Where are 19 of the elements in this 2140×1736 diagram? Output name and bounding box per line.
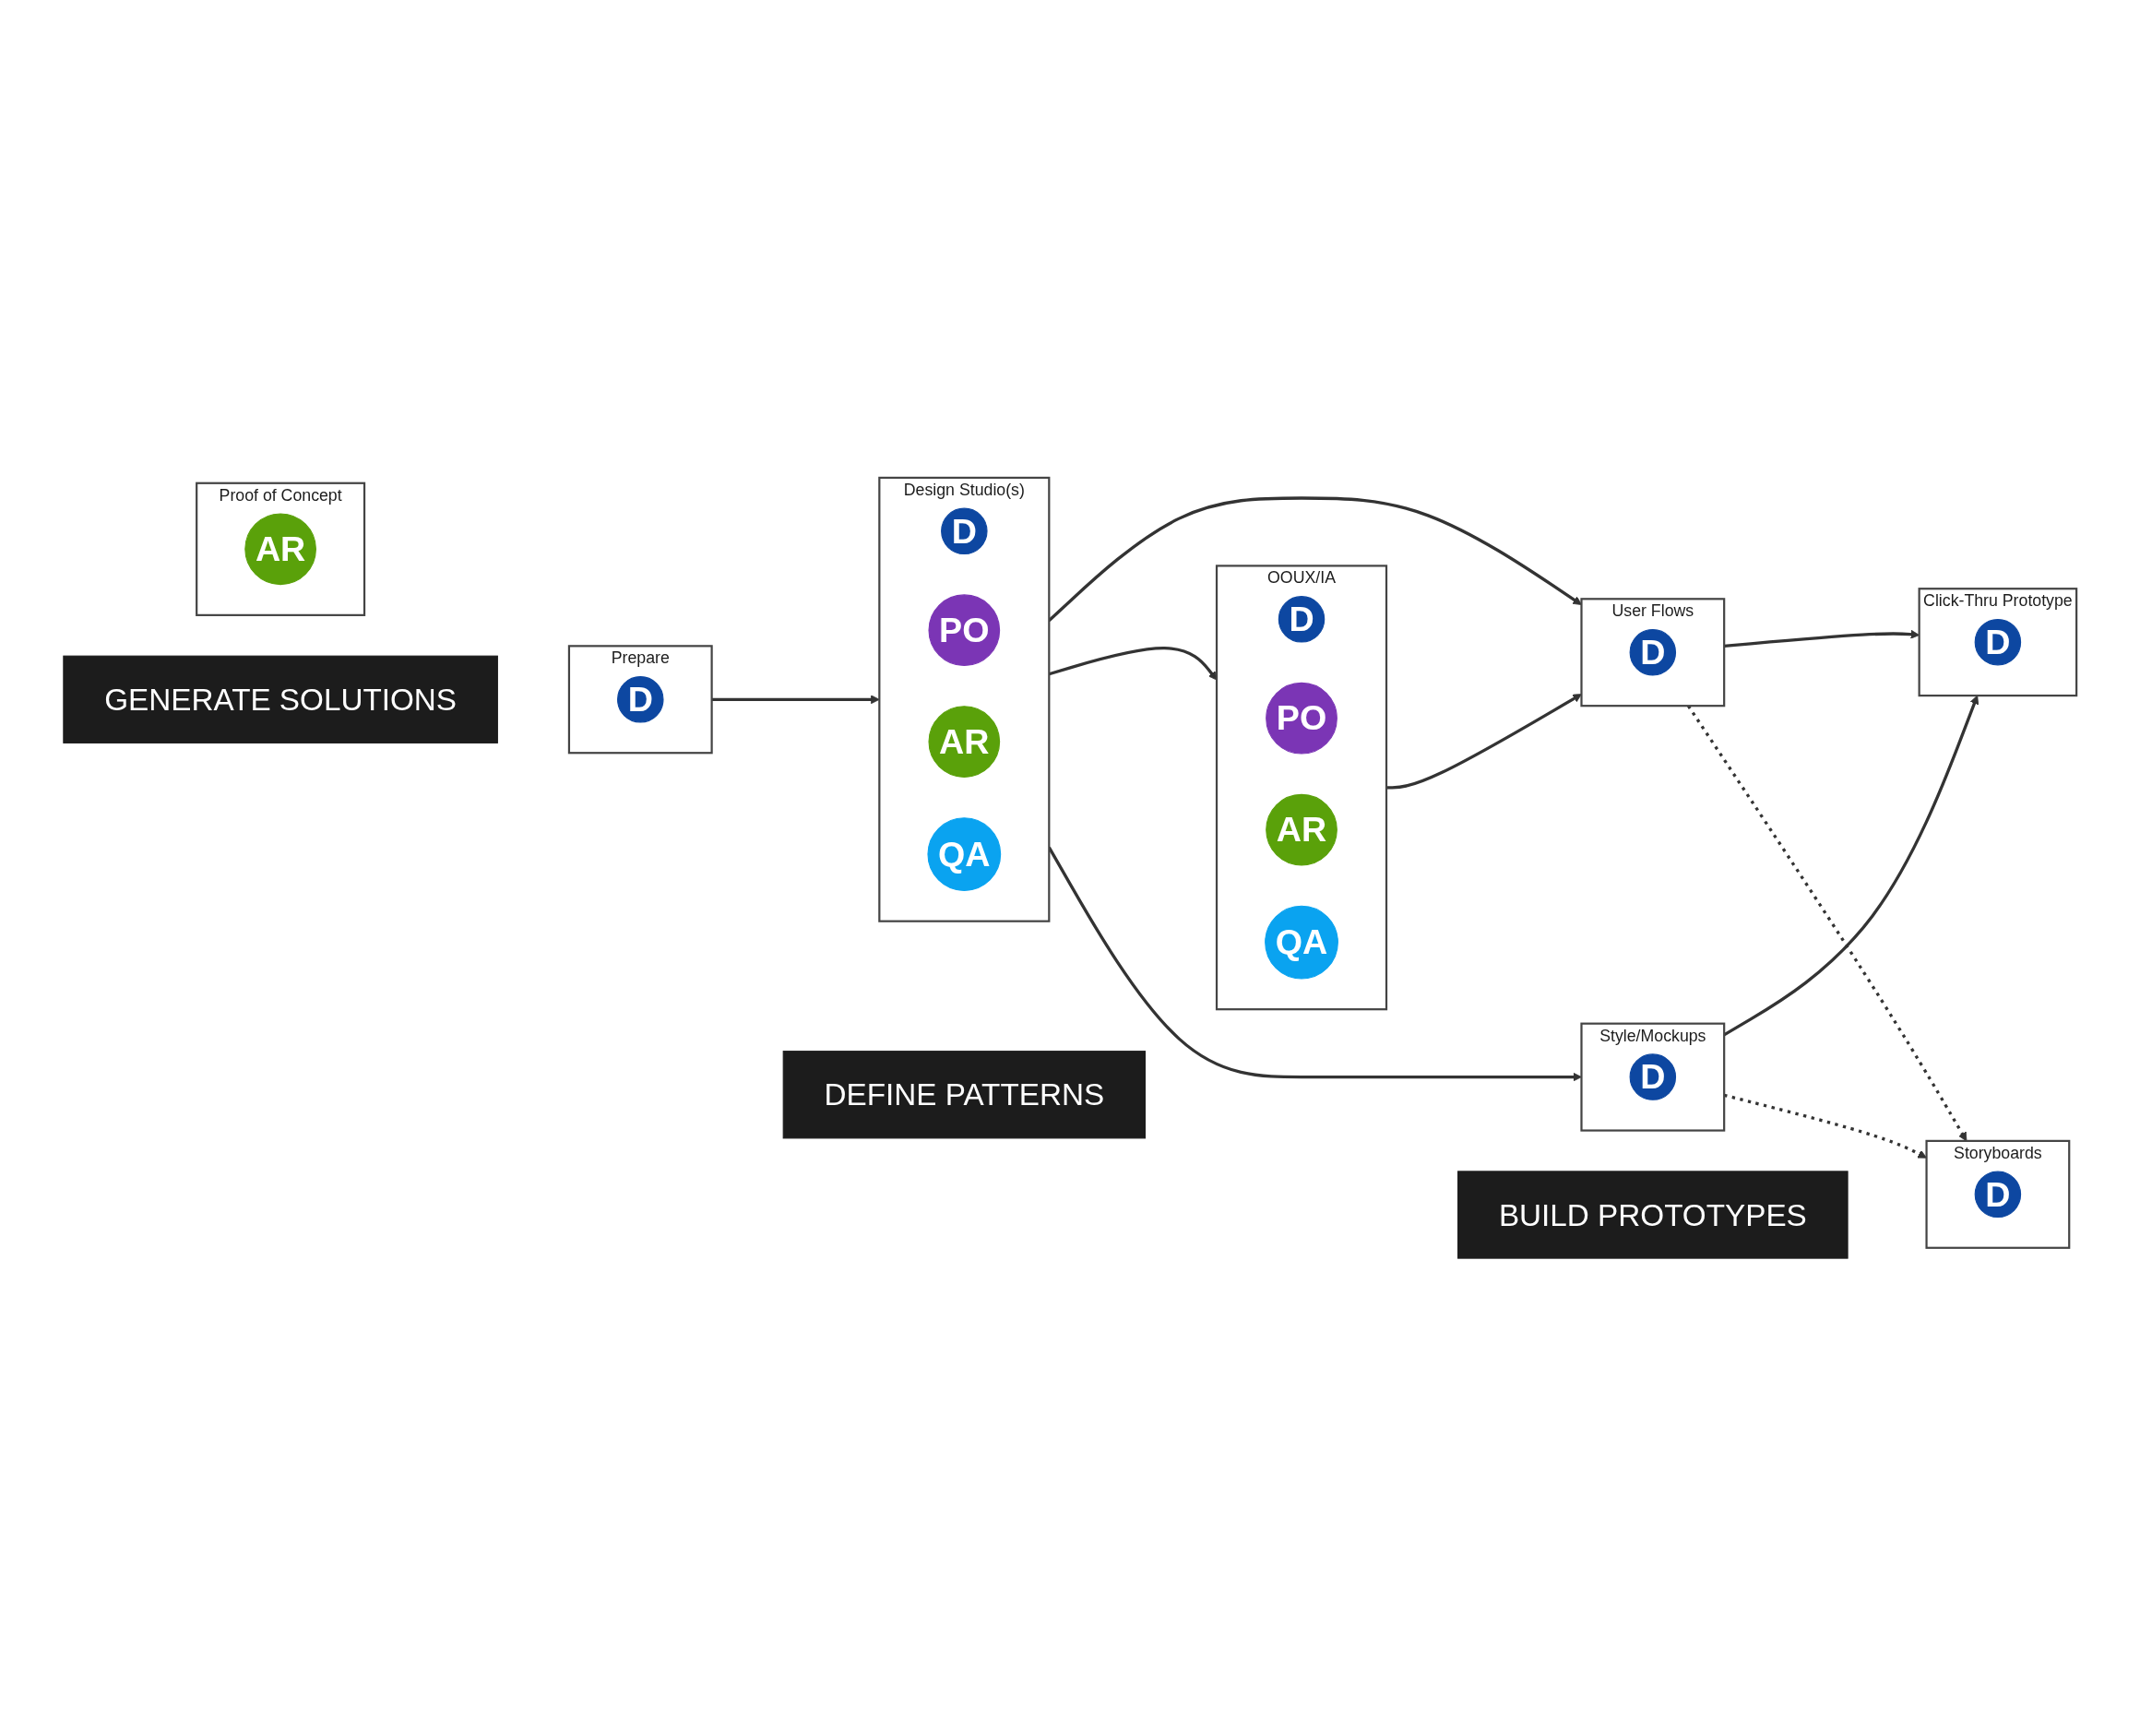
node-circle: D	[1629, 1053, 1677, 1100]
node-circle: D	[617, 676, 664, 723]
node-box: BUILD PROTOTYPES	[1457, 1171, 1849, 1259]
node-circle: AR	[928, 706, 1001, 778]
node-box: DEFINE PATTERNS	[782, 1051, 1146, 1139]
node-circle: QA	[927, 817, 1002, 891]
node-circle: PO	[928, 594, 1001, 667]
node-circle: D	[1974, 618, 2022, 666]
node-circle: D	[941, 507, 988, 555]
node-circle: AR	[1266, 793, 1338, 866]
node-circle: AR	[244, 513, 316, 586]
node-circle: D	[1278, 596, 1326, 643]
node-circle: D	[1629, 629, 1677, 676]
node-circle: PO	[1266, 682, 1338, 755]
node-box: GENERATE SOLUTIONS	[63, 655, 498, 743]
arrow	[711, 695, 880, 705]
node-circle: D	[1974, 1171, 2022, 1219]
node-circle: QA	[1265, 905, 1338, 980]
arrow	[1386, 694, 1582, 790]
